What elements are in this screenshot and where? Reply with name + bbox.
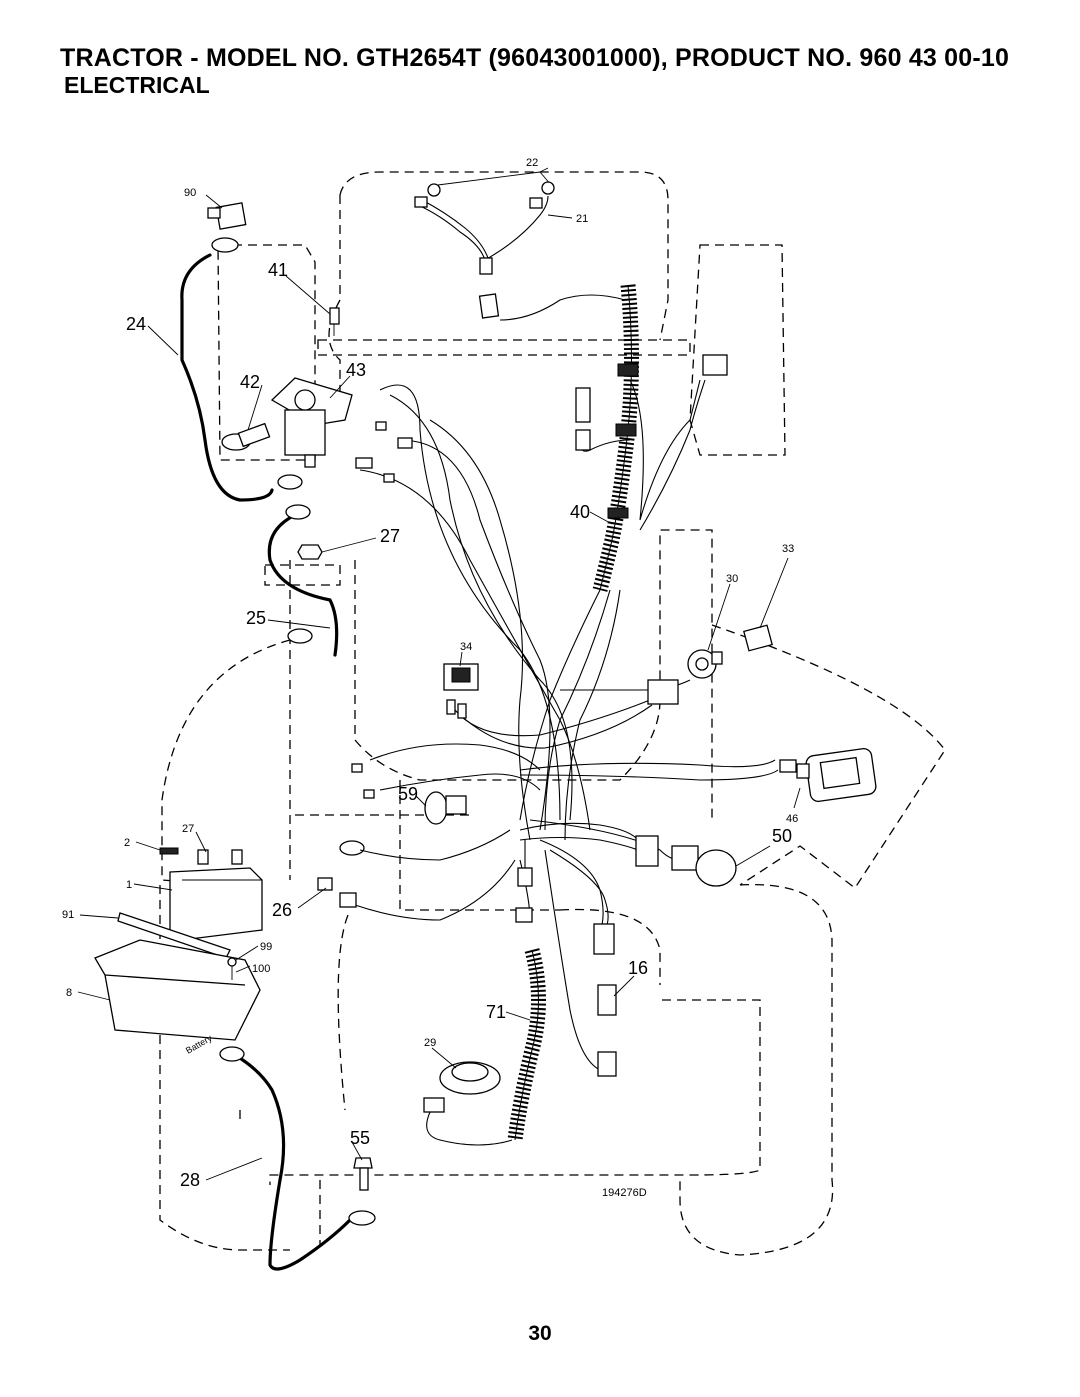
part-33-module: [743, 624, 773, 652]
callout-33: 33: [782, 543, 794, 555]
callout-34: 34: [460, 641, 472, 653]
callout-29: 29: [424, 1037, 436, 1049]
part-59-lamp: [424, 791, 467, 825]
callout-leaders: [77, 167, 801, 1181]
callout-99: 99: [260, 941, 272, 953]
callout-90: 90: [184, 187, 196, 199]
callout-1: 1: [126, 879, 132, 891]
callout-24: 24: [126, 314, 146, 334]
headlight-harness: [414, 171, 555, 319]
tractor-outline: [159, 171, 946, 1256]
part-50-pto-switch: [635, 835, 737, 887]
callout-91: 91: [62, 909, 74, 921]
wire-loom-upper: [592, 284, 639, 592]
part-34-switch: [443, 663, 479, 719]
wiring-harness: [354, 294, 779, 1071]
part-90-connector: [207, 202, 247, 230]
harness-connectors: [317, 354, 728, 908]
callout-40: 40: [570, 502, 590, 522]
part-46-meter: [779, 748, 877, 802]
callout-27b: 27: [182, 823, 194, 835]
wire-loom-lower: [507, 948, 546, 1141]
callout-46: 46: [786, 813, 798, 825]
part-43-solenoid: [270, 307, 353, 468]
lower-connectors: [515, 867, 617, 1077]
callout-28: 28: [180, 1170, 200, 1190]
callout-50: 50: [772, 826, 792, 846]
callout-numbers: 22 90 21 41 24 42 43 40 27 33 30 25 34 5…: [62, 157, 798, 1190]
part-29-switch: [423, 1061, 513, 1146]
callout-26: 26: [272, 900, 292, 920]
callout-27a: 27: [380, 526, 400, 546]
callout-42: 42: [240, 372, 260, 392]
callout-16: 16: [628, 958, 648, 978]
page-title: TRACTOR - MODEL NO. GTH2654T (9604300100…: [60, 44, 1010, 72]
part-30-ignition: [647, 649, 723, 705]
callout-41: 41: [268, 260, 288, 280]
callout-30: 30: [726, 573, 738, 585]
callout-43: 43: [346, 360, 366, 380]
page-number: 30: [528, 1322, 552, 1345]
callout-55: 55: [350, 1128, 370, 1148]
battery-assembly: [94, 847, 263, 1041]
battery-cables: [180, 253, 352, 1271]
callout-2: 2: [124, 837, 130, 849]
part-55-bolt: [353, 1157, 373, 1191]
callout-100: 100: [252, 963, 270, 975]
part-42-boot: [221, 422, 271, 451]
section-title: ELECTRICAL: [64, 72, 210, 98]
callout-71: 71: [486, 1002, 506, 1022]
callout-59: 59: [398, 784, 418, 804]
ring-terminals: [211, 237, 376, 1226]
callout-25: 25: [246, 608, 266, 628]
callout-22: 22: [526, 157, 538, 169]
drawing-number: 194276D: [602, 1187, 647, 1199]
part-27-nut: [297, 544, 323, 560]
callout-8: 8: [66, 987, 72, 999]
callout-21: 21: [576, 213, 588, 225]
